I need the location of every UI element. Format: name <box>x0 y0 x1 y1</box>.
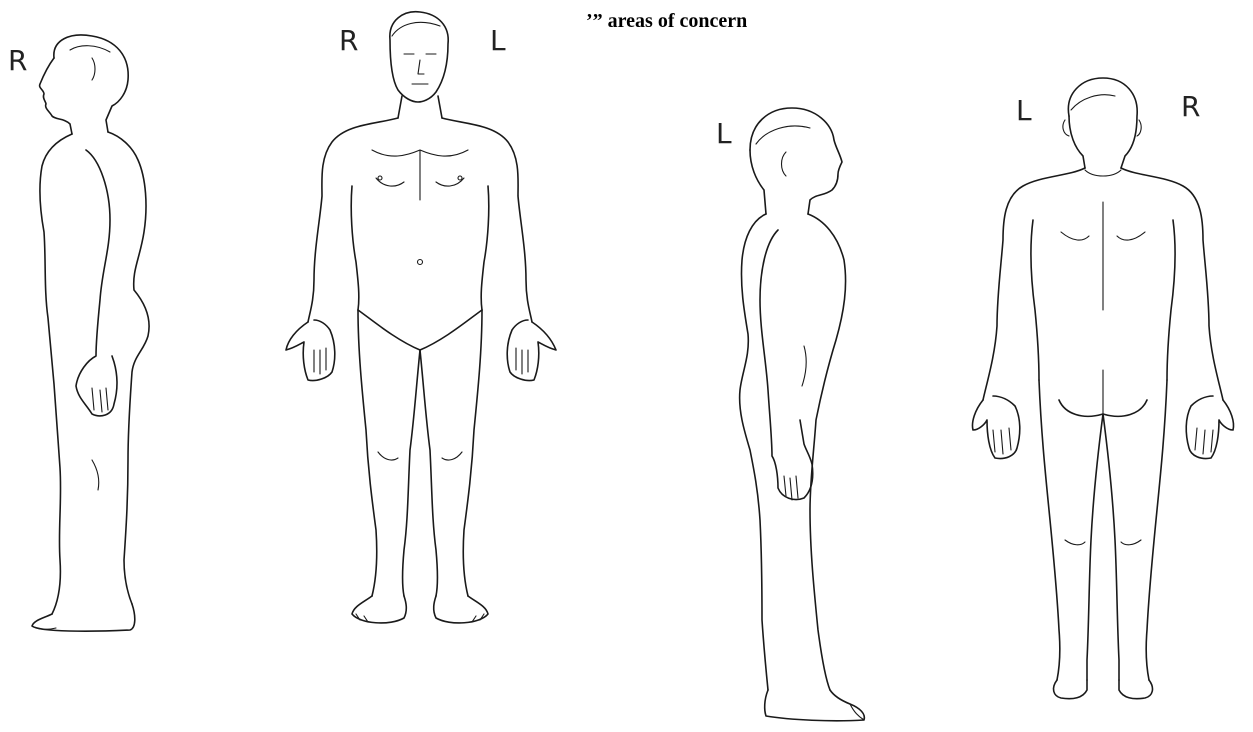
torso-front <box>808 214 846 690</box>
fingers-left <box>516 348 528 374</box>
ear <box>782 152 787 176</box>
hair <box>1071 95 1115 110</box>
fingers-right <box>314 348 326 374</box>
foot <box>765 690 865 721</box>
waist-left <box>1031 220 1039 380</box>
body-front-view[interactable] <box>280 0 570 640</box>
head-outline <box>1068 78 1137 168</box>
navel <box>418 260 423 265</box>
ear <box>92 58 95 80</box>
nipple-right <box>378 176 382 180</box>
hand-left <box>972 396 1019 459</box>
head-left <box>1069 116 1085 168</box>
hand-right <box>286 320 335 381</box>
back-head <box>750 150 766 214</box>
waist-right <box>1167 220 1175 380</box>
foot <box>32 604 135 631</box>
body-left-side-view[interactable] <box>720 90 890 730</box>
knee-backs <box>1065 540 1141 545</box>
knee <box>92 460 99 490</box>
body-right-side-view[interactable] <box>0 0 200 650</box>
hair-line <box>70 46 110 52</box>
toes <box>356 614 484 622</box>
arm-detail <box>802 346 806 386</box>
hair <box>756 126 810 144</box>
foot-right <box>1119 680 1152 699</box>
hip-line <box>358 310 482 350</box>
leg-right-inner <box>403 350 421 596</box>
leg-left-inner <box>420 350 438 596</box>
fingers <box>92 388 108 412</box>
hair <box>392 22 440 36</box>
nose <box>418 60 424 74</box>
fingers-right <box>1195 428 1213 454</box>
torso-right-edge <box>1121 168 1223 400</box>
torso-left-edge <box>983 168 1085 400</box>
leg-left-inner <box>1087 414 1103 680</box>
foot-left <box>1054 680 1087 699</box>
knees <box>378 452 462 460</box>
leg-right-outer <box>358 310 377 596</box>
waist-right <box>351 186 359 310</box>
diagram-heading: ’” areas of concern <box>586 10 747 33</box>
leg-right-outer <box>1146 380 1167 680</box>
head-outline <box>54 35 128 132</box>
head-outline <box>750 108 842 214</box>
arm <box>76 150 117 416</box>
leg-right-inner <box>1103 414 1119 680</box>
fingers-left <box>993 428 1011 454</box>
fingers <box>784 476 798 500</box>
arm <box>760 230 813 500</box>
face-profile <box>40 58 72 134</box>
leg-left-outer <box>463 310 482 596</box>
hand-right <box>1186 396 1233 459</box>
nipple-left <box>458 176 462 180</box>
foot-right <box>352 596 406 623</box>
torso-back <box>740 214 768 690</box>
body-back-view[interactable] <box>965 70 1253 710</box>
torso-right-edge <box>442 118 532 322</box>
waist-left <box>481 186 489 310</box>
ears <box>1063 120 1141 136</box>
neck <box>398 96 442 118</box>
hand-left <box>507 320 556 381</box>
foot-left <box>434 596 488 623</box>
torso-left-edge <box>308 118 398 322</box>
leg-left-outer <box>1039 380 1060 680</box>
torso-front <box>40 134 72 614</box>
neck-line <box>1085 170 1121 176</box>
torso-back <box>108 132 149 604</box>
